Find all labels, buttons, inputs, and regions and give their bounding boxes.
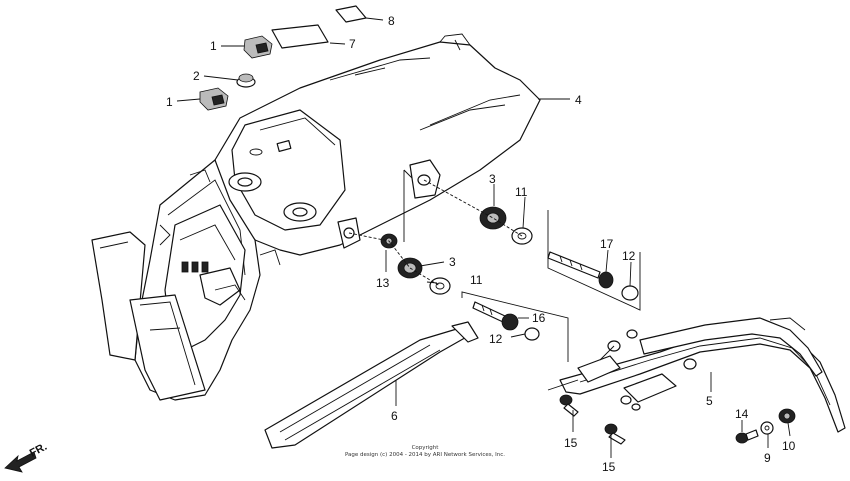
callouts: 1 1 2 3 3 4 5 6 7 8 9 10 11 11 12 12 13 … — [166, 14, 796, 474]
decal-7 — [271, 24, 329, 49]
cushion-upper — [479, 206, 507, 230]
callout-7: 7 — [349, 37, 356, 51]
arrow-front-icon: FR. — [4, 441, 49, 473]
callout-2: 2 — [193, 69, 200, 83]
callout-3-lower: 3 — [449, 255, 456, 269]
callout-5: 5 — [706, 394, 713, 408]
clip-lower — [199, 87, 229, 111]
callout-17: 17 — [600, 237, 614, 251]
decal-8 — [335, 5, 367, 23]
callout-16: 16 — [532, 311, 546, 325]
callout-11-upper: 11 — [515, 185, 528, 199]
nut-10 — [778, 408, 796, 424]
copyright-line1: Copyright — [412, 445, 440, 451]
bolt-15-right — [604, 423, 626, 445]
cushion-lower — [397, 257, 423, 279]
callout-3-upper: 3 — [489, 172, 496, 186]
callout-11-lower: 11 — [470, 273, 483, 287]
copyright-line2: Page design (c) 2004 - 2014 by ARI Netwo… — [345, 452, 505, 458]
callout-8: 8 — [388, 14, 395, 28]
callout-1-upper: 1 — [210, 39, 217, 53]
callout-13: 13 — [376, 276, 390, 290]
callout-15-right: 15 — [602, 460, 616, 474]
washer-9 — [760, 421, 774, 435]
bolt-16 — [472, 301, 519, 331]
callout-14: 14 — [735, 407, 749, 421]
collar-lower — [429, 277, 451, 295]
bolt-14 — [735, 429, 759, 444]
callout-6: 6 — [391, 409, 398, 423]
collar-12-mid — [524, 327, 540, 341]
callout-4: 4 — [575, 93, 582, 107]
callout-15-left: 15 — [564, 436, 578, 450]
callout-1-lower: 1 — [166, 95, 173, 109]
bolt-15-left — [559, 394, 579, 417]
callout-9: 9 — [764, 451, 771, 465]
clip-upper — [243, 35, 273, 59]
leader-lines — [176, 17, 791, 458]
callout-12-right: 12 — [622, 249, 636, 263]
rear-fender — [91, 33, 541, 401]
callout-10: 10 — [782, 439, 796, 453]
grab-rail — [547, 317, 846, 433]
callout-12-mid: 12 — [489, 332, 503, 346]
grommet-2 — [236, 73, 256, 88]
collar-12-right — [621, 285, 639, 301]
rear-trim-strip — [264, 321, 479, 449]
direction-label: FR. — [28, 441, 49, 460]
copyright: Copyright Page design (c) 2004 - 2014 by… — [345, 445, 505, 458]
bolt-17 — [547, 251, 614, 289]
